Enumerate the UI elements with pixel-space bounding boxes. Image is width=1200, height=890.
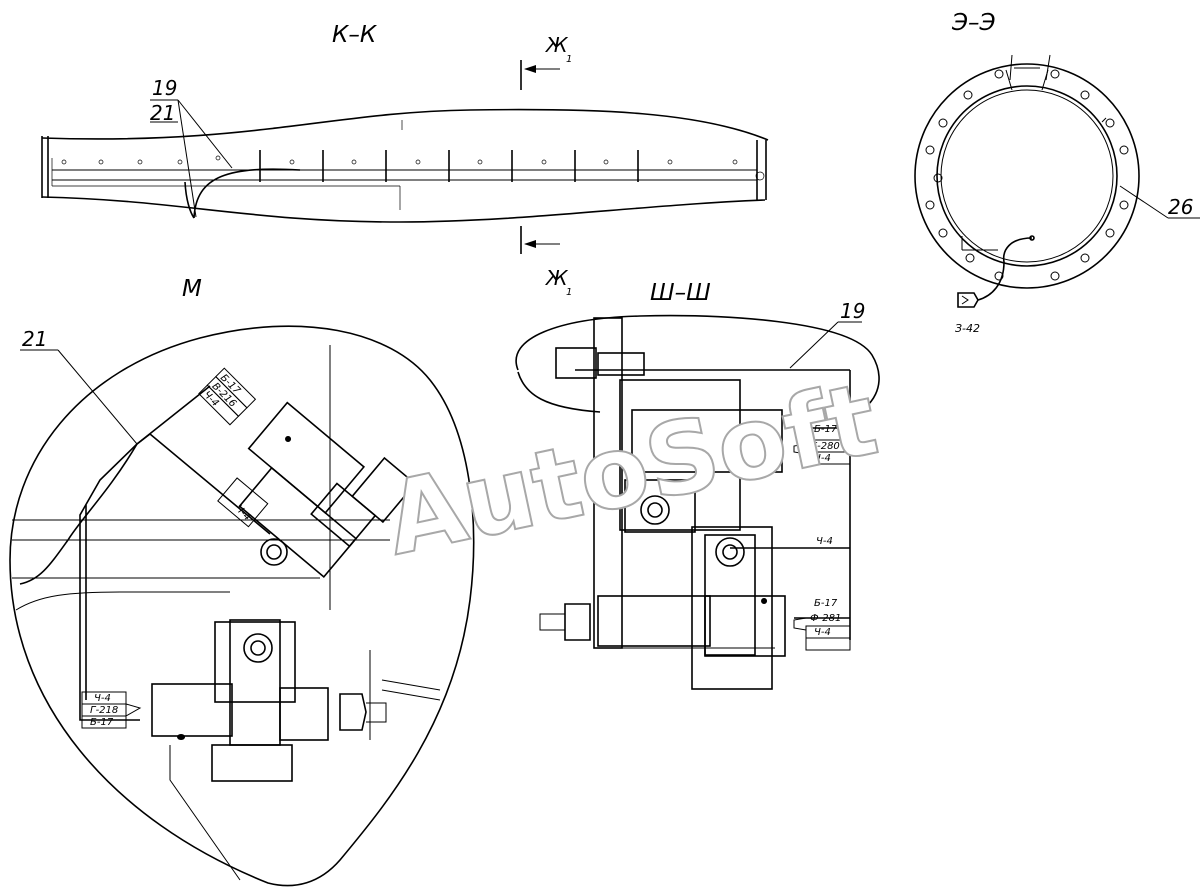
- section-ee-title: Э–Э: [951, 10, 996, 36]
- zh-top-sub: 1: [566, 54, 572, 65]
- m-tag-top: Б-17 В-216 Ч-4: [198, 367, 257, 426]
- m-lower-bracket: [151, 619, 387, 881]
- m-tag-left-0: Ч-4: [94, 693, 111, 704]
- watermark: AutoSoft: [376, 360, 887, 578]
- kk-holes: [61, 155, 738, 165]
- shsh-tag-top-2: Ч-4: [814, 453, 831, 464]
- section-shsh-title: Ш–Ш: [650, 280, 711, 306]
- shsh-tag-top: Б-17 К-280 Ч-4: [793, 424, 851, 465]
- kk-callout-19: 19: [152, 76, 177, 100]
- shsh-tag-bottom: Б-17 Ф-281 Ч-4: [793, 598, 851, 651]
- section-kk-view: К–К: [41, 22, 769, 223]
- m-tag-left: Ч-4 Г-218 Б-17: [81, 691, 142, 729]
- zh-bottom-sub: 1: [566, 287, 572, 298]
- section-shsh-view: Ш–Ш 19: [515, 280, 880, 690]
- kk-callout-21: 21: [150, 101, 175, 125]
- ee-connector-label: З-42: [955, 322, 980, 335]
- m-tag-left-1: Г-218: [90, 705, 118, 716]
- ee-bolt-holes: [925, 69, 1129, 281]
- section-kk-title: К–К: [332, 22, 378, 48]
- ee-callout-26: 26: [1168, 195, 1193, 219]
- shsh-tag-mid: Ч-4: [816, 536, 833, 547]
- cut-marker-zh1: Ж 1 Ж 1: [520, 33, 572, 298]
- shsh-callout-19: 19: [840, 299, 865, 323]
- section-ee-view: Э–Э: [914, 10, 1200, 335]
- shsh-tag-bottom-2: Ч-4: [814, 627, 831, 638]
- view-m: М: [9, 276, 475, 887]
- shsh-tag-bottom-1: Ф-281: [810, 613, 841, 624]
- zh-bottom-label: Ж: [544, 266, 569, 290]
- m-tag-left-2: Б-17: [90, 717, 114, 728]
- shsh-tag-top-1: К-280: [810, 441, 840, 452]
- m-callout-21: 21: [22, 327, 47, 351]
- kk-pins: [259, 150, 639, 182]
- zh-top-label: Ж: [544, 33, 569, 57]
- shsh-tag-top-0: Б-17: [814, 424, 838, 435]
- shsh-tag-bottom-0: Б-17: [814, 598, 838, 609]
- view-m-title: М: [182, 276, 202, 302]
- m-upper-bracket: [217, 401, 417, 578]
